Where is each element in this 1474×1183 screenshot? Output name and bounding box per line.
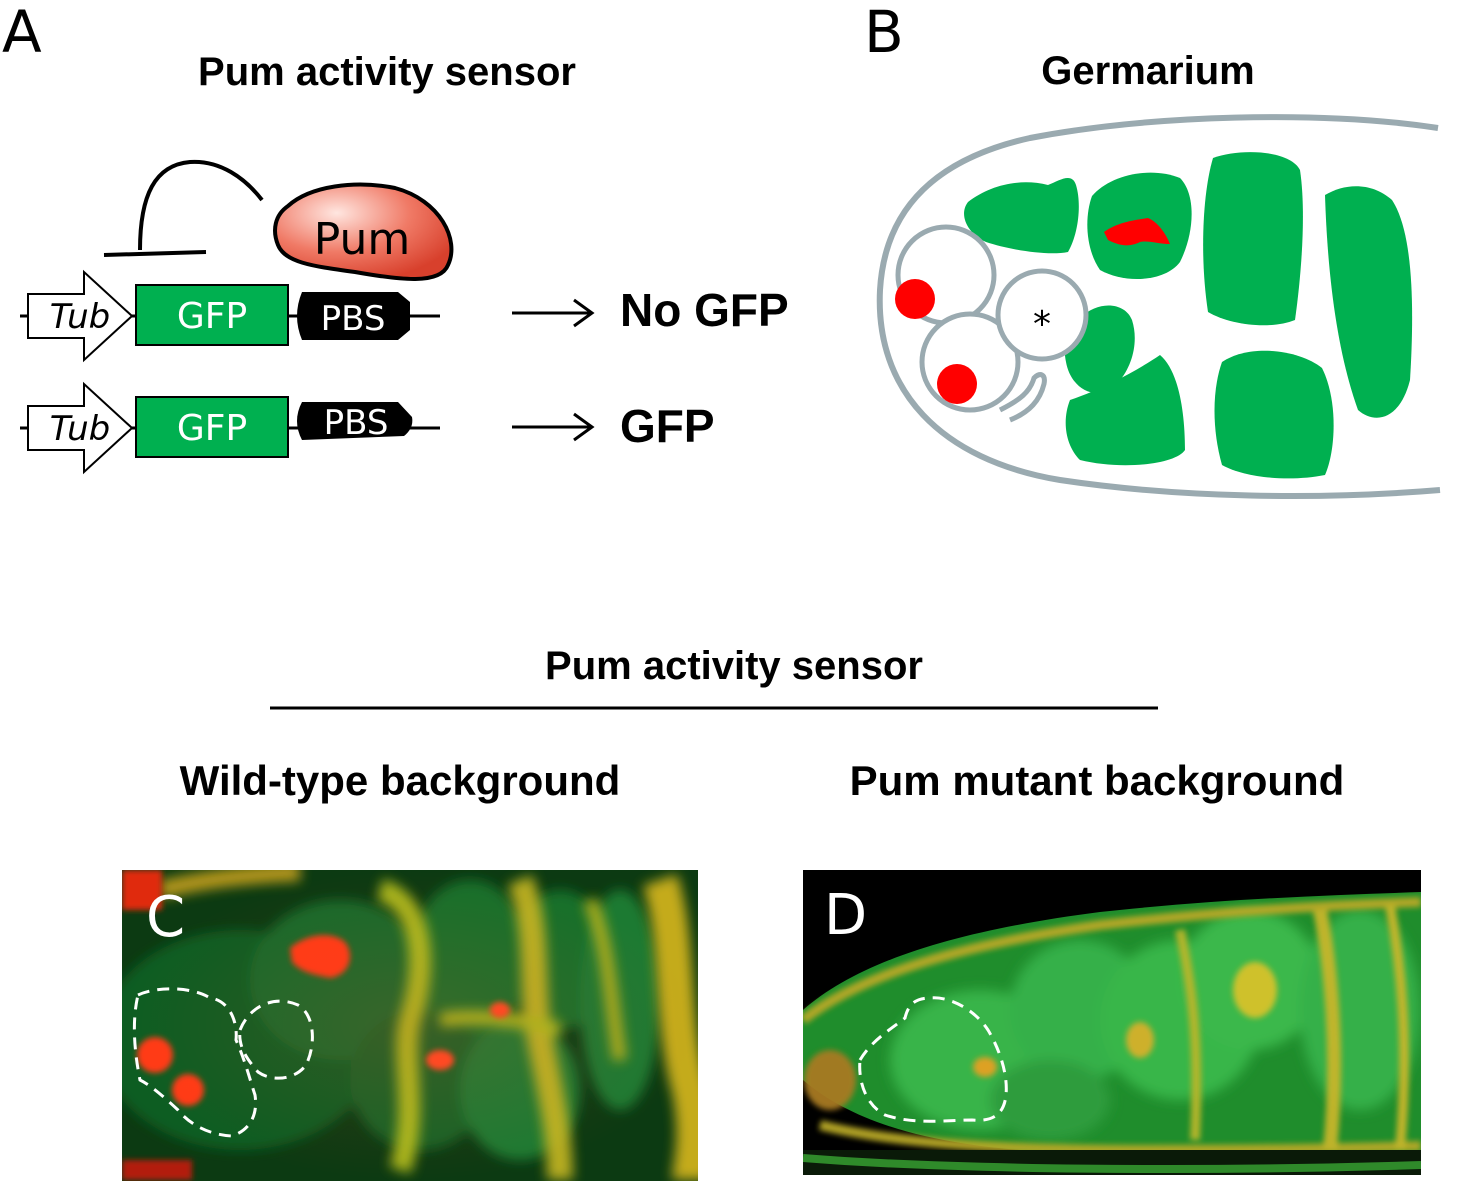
cyst [1214,350,1334,479]
right-condition-label: Pum mutant background [850,757,1345,804]
pbs-label: PBS [324,403,389,443]
panel-b: B Germarium * [864,0,1441,499]
repression-arc [138,159,264,251]
cap-cell-outline [998,372,1047,423]
panel-letter-d: D [824,883,867,948]
panel-letter-a: A [2,0,42,66]
panel-letter-b: B [864,0,904,66]
promoter-arrow [27,269,134,363]
gsc-outline [132,987,258,1138]
result-arrow-head [573,412,595,442]
repression-bar [103,250,207,257]
result-label: No GFP [620,284,789,336]
germarium-outline [876,114,1441,499]
gfp-box [135,284,289,346]
cystoblast-cell [995,268,1089,362]
pbs-element [297,292,410,340]
promoter-arrow [27,381,134,475]
gfp-label: GFP [177,408,247,449]
panel-a: A Pum activity sensor Pum Tub GFP PBS No… [2,0,789,475]
construct-row-2: Tub GFP PBS GFP [20,381,715,475]
pum-protein [273,182,454,281]
panel-letter-c: C [146,885,185,950]
gsc-outline [238,999,314,1080]
fusome [1104,218,1170,246]
result-label: GFP [620,400,715,452]
cyst [964,177,1079,254]
gfp-label: GFP [177,296,247,337]
panel-b-title: Germarium [1041,49,1254,93]
micrograph-d: D [803,870,1421,1175]
promoter-label: Tub [50,409,110,449]
cyst [1065,355,1185,466]
pbs-element [297,402,413,440]
gsc-outline [858,996,1008,1123]
result-arrow-head [573,298,595,328]
pum-protein-label: Pum [314,214,411,265]
micrograph-c: C [122,870,698,1181]
spectrosome [937,364,977,404]
niche-marker: * [1033,304,1051,345]
cyst [1325,186,1413,418]
cyst [1203,152,1303,326]
spectrosome [895,279,935,319]
bottom-title: Pum activity sensor [545,644,923,688]
pbs-label: PBS [321,299,386,339]
left-condition-label: Wild-type background [180,757,621,804]
gfp-box [135,396,289,458]
panel-a-title: Pum activity sensor [198,50,576,94]
construct-row-1: Tub GFP PBS No GFP [20,269,789,363]
promoter-label: Tub [50,297,110,337]
